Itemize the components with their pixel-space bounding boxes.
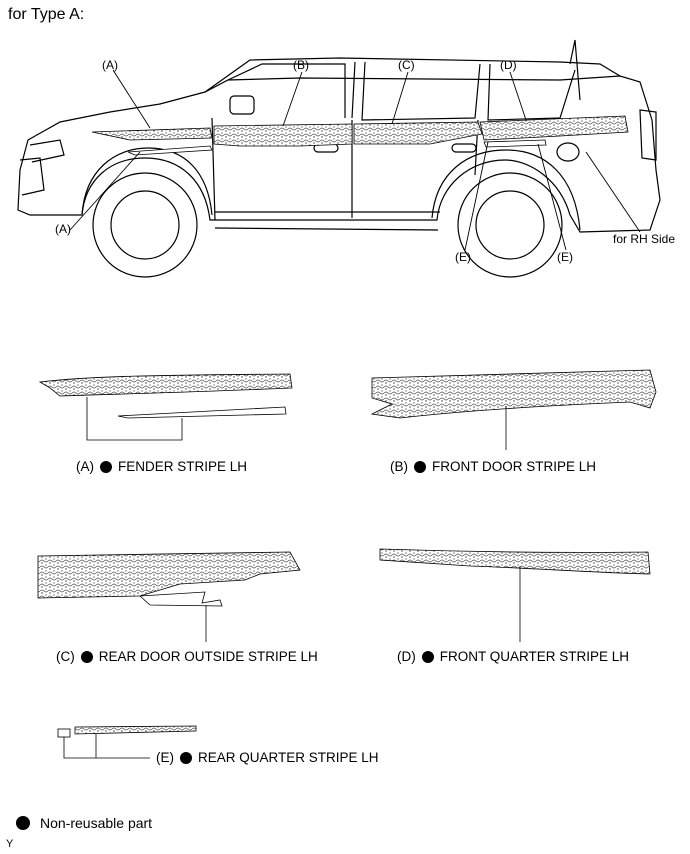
callout-d: (D) xyxy=(500,58,517,72)
part-a-name: FENDER STRIPE LH xyxy=(118,459,248,474)
vehicle-stripe-c xyxy=(353,121,483,145)
callout-b: (B) xyxy=(293,58,309,72)
callout-c: (C) xyxy=(398,58,415,72)
vehicle-stripe-b xyxy=(213,123,353,147)
non-reusable-icon xyxy=(414,460,426,473)
part-e-caption: (E) REAR QUARTER STRIPE LH xyxy=(156,750,379,765)
part-e-letter: (E) xyxy=(156,750,174,765)
part-e-illustration xyxy=(57,725,197,759)
callout-e-right: (E) xyxy=(557,250,573,264)
vehicle-stripe-e xyxy=(483,139,547,148)
legend-text: Non-reusable part xyxy=(40,815,153,831)
part-e-name: REAR QUARTER STRIPE LH xyxy=(198,750,379,765)
non-reusable-icon xyxy=(16,816,30,830)
part-d-name: FRONT QUARTER STRIPE LH xyxy=(439,649,630,664)
vehicle-stripe-a-upper xyxy=(91,127,213,141)
vehicle-stripe-d xyxy=(479,115,629,141)
vehicle-stripes xyxy=(91,115,629,156)
callout-rh-side: for RH Side xyxy=(613,232,676,246)
callout-a-top: (A) xyxy=(102,58,118,72)
vehicle-stripe-a-lower xyxy=(127,145,213,156)
part-b-caption: (B) FRONT DOOR STRIPE LH xyxy=(390,459,596,474)
callout-e-left: (E) xyxy=(455,250,471,264)
part-b-letter: (B) xyxy=(390,459,408,474)
part-d-letter: (D) xyxy=(397,649,416,664)
part-c-name: REAR DOOR OUTSIDE STRIPE LH xyxy=(98,649,318,664)
non-reusable-icon xyxy=(100,460,112,473)
part-a-letter: (A) xyxy=(76,459,94,474)
part-c-letter: (C) xyxy=(56,649,75,664)
part-c-illustration xyxy=(37,551,301,642)
callout-a-bottom: (A) xyxy=(55,222,71,236)
non-reusable-icon xyxy=(80,650,93,663)
part-a-illustration xyxy=(38,373,293,441)
part-d-illustration xyxy=(379,548,651,642)
part-d-caption: (D) FRONT QUARTER STRIPE LH xyxy=(397,649,629,664)
legend: Non-reusable part xyxy=(16,815,152,831)
part-a-caption: (A) FENDER STRIPE LH xyxy=(76,459,247,474)
figure-code: Y xyxy=(6,838,14,850)
non-reusable-icon xyxy=(421,650,434,663)
non-reusable-icon xyxy=(180,751,192,764)
part-b-illustration xyxy=(370,369,657,450)
part-c-caption: (C) REAR DOOR OUTSIDE STRIPE LH xyxy=(56,649,318,664)
page-heading: for Type A: xyxy=(8,6,85,23)
part-b-name: FRONT DOOR STRIPE LH xyxy=(432,459,597,474)
vehicle-body-outline xyxy=(17,75,661,233)
vehicle-side-view xyxy=(17,39,661,278)
vehicle-leader-lines xyxy=(69,69,641,251)
